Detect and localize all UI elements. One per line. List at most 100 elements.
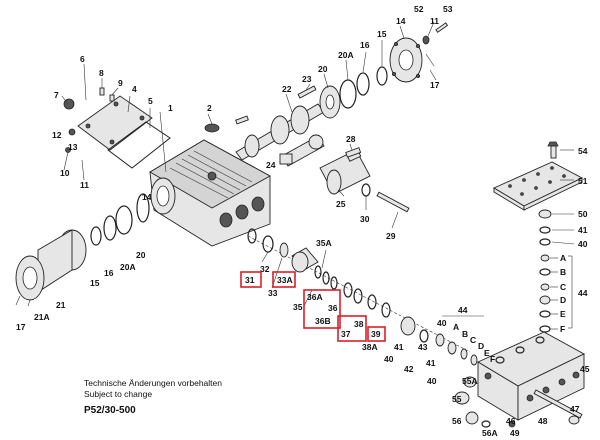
label-23: 23	[302, 74, 312, 84]
label-12: 12	[52, 130, 62, 140]
label-21A: 21A	[34, 312, 50, 322]
label-17b: 17	[430, 80, 440, 90]
label-39: 39	[371, 329, 381, 339]
label-21: 21	[56, 300, 66, 310]
label-22: 22	[282, 84, 292, 94]
label-49: 49	[510, 428, 520, 438]
label-50: 50	[578, 209, 588, 219]
label-33A: 33A	[277, 275, 293, 285]
pin-28	[345, 147, 362, 158]
label-40a: 40	[384, 354, 394, 364]
label-15b: 15	[90, 278, 100, 288]
label-35: 35	[293, 302, 303, 312]
label-38A: 38A	[362, 342, 378, 352]
label-lA2: A	[453, 322, 459, 332]
label-44b: 44	[578, 288, 588, 298]
label-40c: 40	[437, 318, 447, 328]
label-lD2: D	[478, 341, 484, 351]
label-53: 53	[443, 4, 453, 14]
front-flange-group	[15, 193, 150, 307]
highlight-33A	[272, 271, 296, 288]
label-44a: 44	[458, 305, 468, 315]
bolt-29	[376, 191, 410, 213]
highlight-37-38	[337, 315, 367, 342]
label-24: 24	[266, 160, 276, 170]
label-8: 8	[99, 68, 104, 78]
crankcase-cover-group	[63, 87, 171, 169]
label-40: 40	[578, 239, 588, 249]
label-31: 31	[245, 275, 255, 285]
label-20: 20	[318, 64, 328, 74]
label-46: 46	[506, 416, 516, 426]
crankshaft-group	[204, 85, 325, 161]
label-lC2: C	[470, 335, 476, 345]
oil-cap	[63, 98, 75, 110]
label-52: 52	[414, 4, 424, 14]
label-36: 36	[328, 303, 338, 313]
note-english: Subject to change	[84, 389, 153, 399]
connecting-rod	[279, 134, 325, 167]
note-german: Technische Änderungen vorbehalten	[84, 378, 222, 388]
label-51: 51	[578, 176, 588, 186]
label-56A: 56A	[482, 428, 498, 438]
crosshead	[319, 149, 371, 195]
label-55A: 55A	[462, 376, 478, 386]
label-48: 48	[538, 416, 548, 426]
label-20b: 20	[136, 250, 146, 260]
label-43: 43	[418, 342, 428, 352]
highlight-36A-36B	[303, 289, 341, 329]
label-11a: 11	[80, 180, 89, 190]
label-4: 4	[132, 84, 137, 94]
label-16b: 16	[104, 268, 114, 278]
label-41a: 41	[394, 342, 404, 352]
label-42: 42	[404, 364, 414, 374]
label-55: 55	[452, 394, 462, 404]
valve-plate	[493, 141, 583, 211]
label-20A: 20A	[338, 50, 354, 60]
model-number: P52/30-500	[84, 405, 136, 416]
label-lF2: F	[490, 354, 495, 364]
label-lE2: E	[484, 348, 490, 358]
crankcase	[149, 139, 271, 247]
rear-cover	[77, 95, 153, 151]
label-41: 41	[578, 225, 588, 235]
label-16: 16	[360, 40, 370, 50]
label-13: 13	[68, 142, 78, 152]
label-5: 5	[148, 96, 153, 106]
cover-gasket	[107, 121, 171, 169]
highlight-boxes	[240, 271, 386, 342]
label-36B: 36B	[315, 316, 331, 326]
label-10: 10	[60, 168, 70, 178]
label-2: 2	[207, 103, 212, 113]
part-labels: 1 2 4 5 6 7 8 9 12 13 10 11 22 23 24 20 …	[16, 4, 590, 438]
label-11b: 11	[430, 16, 439, 26]
label-41b: 41	[426, 358, 436, 368]
label-D: D	[560, 295, 566, 305]
label-36A: 36A	[307, 292, 323, 302]
label-45: 45	[580, 364, 590, 374]
label-1: 1	[168, 103, 173, 113]
drain-plugs	[454, 376, 583, 428]
label-E: E	[560, 309, 566, 319]
label-37: 37	[341, 329, 351, 339]
ring-30	[361, 183, 371, 197]
highlight-31	[240, 271, 262, 288]
label-32: 32	[260, 264, 270, 274]
label-A: A	[560, 253, 566, 263]
label-35A: 35A	[316, 238, 332, 248]
seal-stack	[247, 228, 488, 372]
label-30: 30	[360, 214, 370, 224]
valve-stack	[538, 209, 573, 333]
label-15: 15	[377, 29, 387, 39]
label-C: C	[560, 282, 566, 292]
label-9: 9	[118, 78, 123, 88]
label-29: 29	[386, 231, 396, 241]
label-40b: 40	[427, 376, 437, 386]
label-B: B	[560, 267, 566, 277]
label-56: 56	[452, 416, 462, 426]
label-38: 38	[354, 319, 364, 329]
label-14b: 14	[142, 192, 152, 202]
highlight-39	[367, 326, 386, 342]
label-20Ab: 20A	[120, 262, 136, 272]
